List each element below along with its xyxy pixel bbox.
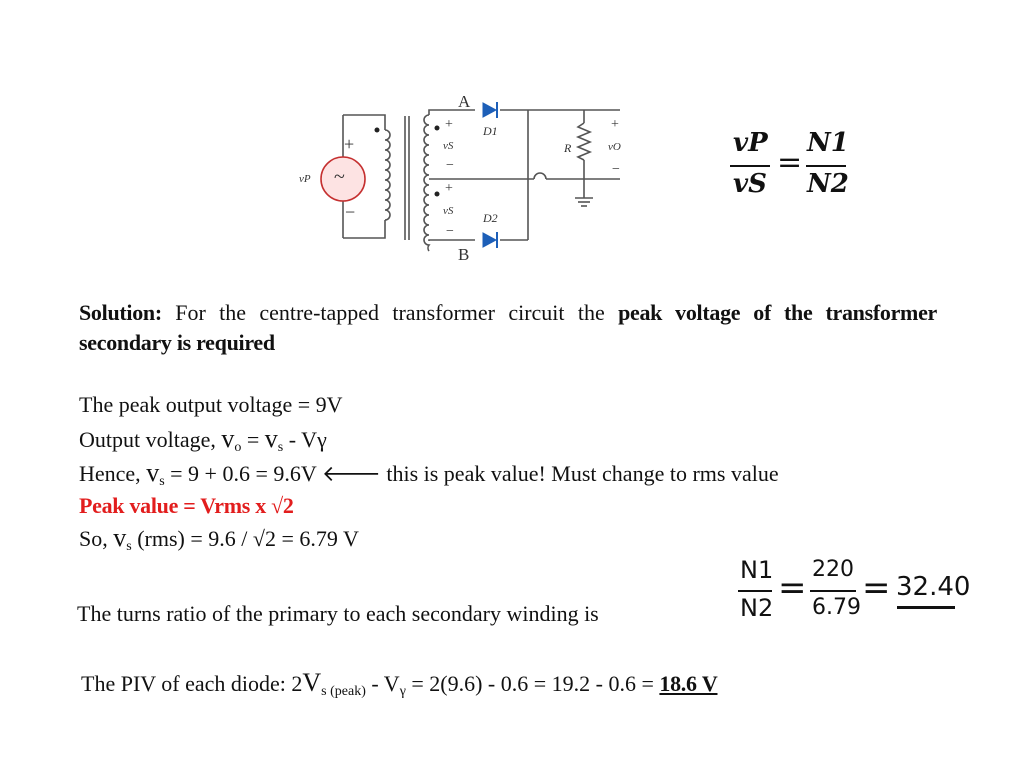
primary-minus: − <box>345 202 356 222</box>
label-d2: D2 <box>483 211 498 225</box>
node-label-b: B <box>458 245 470 264</box>
hence-line: Hence, vs = 9 + 0.6 = 9.6V 🡐 this is pea… <box>79 458 779 490</box>
label-vs-top: vS <box>443 140 454 152</box>
label-r: R <box>564 141 572 155</box>
solution-text-plain: For the centre-tapped transformer circui… <box>175 300 605 325</box>
turns-ratio-line: The turns ratio of the primary to each s… <box>77 601 599 626</box>
primary-plus: + <box>344 134 355 154</box>
secondary-top-minus: − <box>446 158 454 173</box>
ratio-bar-right <box>806 165 846 167</box>
secondary-bottom-plus: + <box>445 181 453 196</box>
turns-bar-left <box>738 590 772 592</box>
source-tilde: ~ <box>334 166 345 188</box>
piv-line: The PIV of each diode: 2Vs (peak) - Vγ =… <box>81 668 718 700</box>
turns-result-underline <box>897 606 955 609</box>
turns-result: 32.40 <box>896 572 971 602</box>
solution-text-bold: peak voltage of the transformer secondar… <box>79 300 938 355</box>
turns-equals-1: = <box>778 568 807 608</box>
turns-bar-right <box>810 590 856 592</box>
turns-numerator: 220 <box>812 557 854 582</box>
peak-value-line: Peak value = Vrms x √2 <box>79 493 294 518</box>
peak-output-line: The peak output voltage = 9V <box>79 392 343 417</box>
secondary-bottom-minus: − <box>446 224 454 239</box>
node-label-a: A <box>458 92 471 111</box>
piv-result: 18.6 V <box>659 671 718 696</box>
turns-denominator: 6.79 <box>812 595 861 620</box>
circuit-diagram <box>320 102 620 252</box>
label-d1: D1 <box>483 124 498 138</box>
output-minus: − <box>612 162 620 177</box>
turns-n2: N2 <box>740 594 774 622</box>
ratio-den-left: vS <box>733 169 767 199</box>
ratio-bar-left <box>730 165 770 167</box>
output-plus: + <box>611 117 619 132</box>
turns-equals-2: = <box>862 568 891 608</box>
ratio-den-right: N2 <box>807 169 849 199</box>
ratio-num-left: vP <box>733 128 768 158</box>
turns-n1: N1 <box>740 556 774 584</box>
ratio-num-right: N1 <box>807 128 849 158</box>
secondary-top-plus: + <box>445 117 453 132</box>
output-voltage-line: Output voltage, vo = vs - Vγ <box>79 424 327 456</box>
solution-label: Solution: <box>79 300 162 325</box>
label-vo: vO <box>608 141 621 153</box>
so-line: So, vs (rms) = 9.6 / √2 = 6.79 V <box>79 523 359 555</box>
ratio-equals: = <box>777 145 803 180</box>
label-vp: vP <box>299 173 311 185</box>
solution-paragraph: Solution: For the centre-tapped transfor… <box>79 298 937 358</box>
label-vs-bottom: vS <box>443 205 454 217</box>
